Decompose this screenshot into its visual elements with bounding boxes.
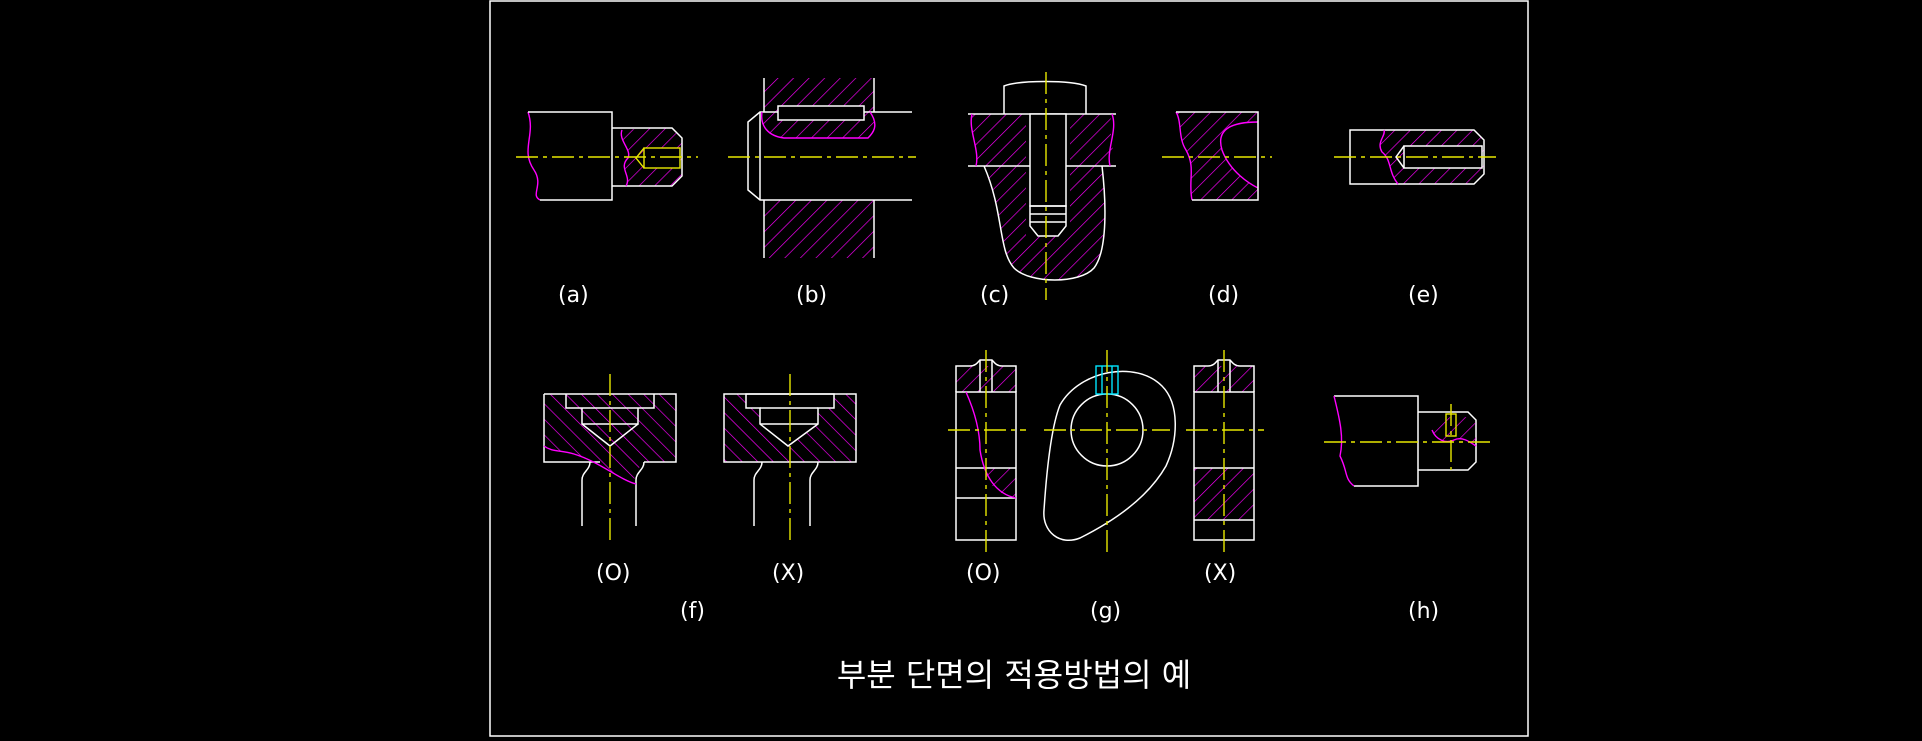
shaft-outline <box>1334 395 1419 487</box>
label-g: (g) <box>1090 599 1121 624</box>
label-g-wrong: (X) <box>1204 561 1236 586</box>
hatched-region <box>1176 112 1258 200</box>
label-c: (c) <box>980 283 1009 308</box>
hub-lower-section <box>764 200 874 258</box>
bolt-thread-end <box>1029 205 1067 237</box>
label-d: (d) <box>1208 283 1239 308</box>
drill-point <box>1395 145 1405 169</box>
break-line <box>761 111 876 139</box>
shaft-body <box>528 111 613 201</box>
figure-title: 부분 단면의 적용방법의 예 <box>837 656 1191 694</box>
pin-outline <box>1349 129 1485 185</box>
figure-h: (h) <box>1324 395 1490 624</box>
shank-left <box>753 461 763 526</box>
casting-outline <box>983 165 1106 281</box>
section-boundary <box>1220 121 1259 189</box>
break-line <box>1333 395 1355 487</box>
label-f: (f) <box>680 599 705 624</box>
label-f-wrong: (X) <box>772 561 804 586</box>
break-line <box>970 113 978 167</box>
figure-g-front <box>1043 350 1176 552</box>
upper-plate-left <box>971 114 1026 166</box>
pin-section <box>1432 416 1476 446</box>
upper-plate-right <box>1070 114 1113 166</box>
break-line <box>1175 111 1193 201</box>
break-line <box>1108 113 1115 167</box>
drawing-border <box>489 0 1529 737</box>
bolt-head <box>1003 80 1087 114</box>
break-line <box>620 129 630 187</box>
key <box>777 105 865 121</box>
figure-b: (b) <box>728 78 916 308</box>
recess <box>565 394 655 409</box>
drill-point <box>635 147 645 169</box>
hub-bottom-section <box>980 468 1016 498</box>
break-line <box>527 111 541 201</box>
block-outline <box>1176 111 1259 201</box>
casting-body <box>984 166 1105 280</box>
label-b: (b) <box>796 283 827 308</box>
shank-left <box>581 461 591 526</box>
label-a: (a) <box>558 283 589 308</box>
break-line <box>543 445 637 485</box>
figure-e: (e) <box>1334 129 1496 308</box>
figure-g-correct: (O) <box>948 350 1026 586</box>
figure-f-correct: (O) <box>543 374 677 586</box>
bolt-shank <box>1029 113 1067 207</box>
threaded-hole <box>643 147 681 169</box>
label-h: (h) <box>1408 599 1439 624</box>
figure-a: (a) <box>516 111 698 308</box>
break-line <box>965 391 1017 499</box>
label-f-correct: (O) <box>596 561 630 586</box>
label-g-correct: (O) <box>966 561 1000 586</box>
figure-c: (c) <box>968 72 1116 308</box>
break-line <box>1379 129 1399 185</box>
figure-d: (d) <box>1162 111 1272 308</box>
lever-profile <box>1043 370 1176 541</box>
shank-right <box>809 461 819 526</box>
figure-f-wrong: (X) <box>723 374 857 586</box>
label-e: (e) <box>1408 283 1439 308</box>
figure-g-wrong: (X) <box>1186 350 1264 586</box>
shank-right <box>635 461 645 526</box>
